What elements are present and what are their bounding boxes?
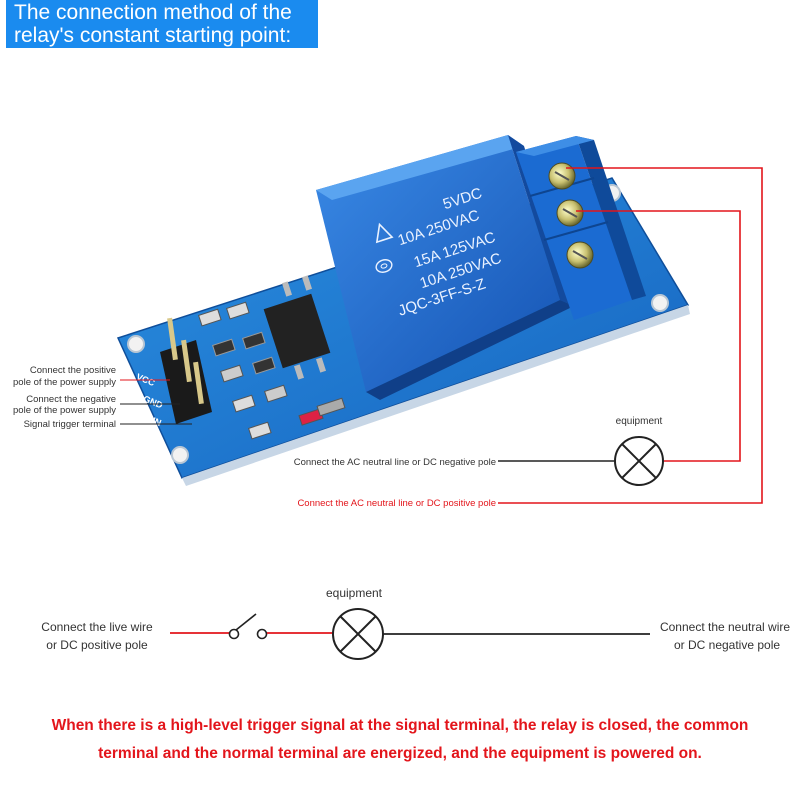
red-wire-upper	[498, 167, 763, 504]
upper-equipment-label: equipment	[616, 416, 663, 427]
optocoupler-chip	[263, 275, 331, 380]
upper-positive-label: Connect the AC neutral line or DC positi…	[297, 498, 496, 509]
switch-icon	[228, 613, 268, 640]
terminal-screw-2	[556, 199, 584, 227]
warning-triangle-icon	[375, 222, 394, 244]
title-line-1: The connection method of the	[14, 1, 292, 24]
bottom-caption: When there is a high-level trigger signa…	[0, 712, 800, 768]
lower-circuit	[170, 613, 650, 640]
dark-wire-upper	[576, 210, 741, 462]
terminal-screw-3	[566, 241, 594, 269]
smd-components	[198, 301, 346, 440]
caption-line-2: terminal and the normal terminal are ene…	[98, 745, 702, 762]
caption-line-1: When there is a high-level trigger signa…	[51, 717, 749, 734]
terminal-block	[516, 136, 646, 320]
page-title: The connection method of the relay's con…	[6, 0, 318, 48]
pin-label-in: IN	[151, 415, 163, 428]
certification-logo-icon	[375, 259, 393, 273]
lower-lamp-icon	[332, 608, 384, 660]
lower-left-label-2: or DC positive pole	[46, 638, 148, 652]
mount-hole	[171, 446, 189, 464]
header-pins	[160, 317, 212, 424]
mount-hole	[127, 335, 145, 353]
vcc-label-line-2: pole of the power supply	[13, 377, 116, 388]
lamp-icon	[614, 436, 664, 486]
pcb-edge	[182, 305, 690, 486]
mount-hole	[651, 294, 669, 312]
lower-right-label-1: Connect the neutral wire	[660, 620, 790, 634]
in-label-line-1: Signal trigger terminal	[24, 419, 116, 430]
gnd-label-line-1: Connect the negative	[26, 394, 116, 405]
lower-right-label-2: or DC negative pole	[674, 638, 780, 652]
lower-equipment-label: equipment	[326, 586, 383, 600]
upper-neutral-label: Connect the AC neutral line or DC negati…	[294, 457, 496, 468]
pin-annotations	[120, 379, 192, 425]
relay-module: VCC GND IN 5VDC 10A 250VAC 15A 125VAC 10…	[116, 135, 690, 486]
title-line-2: relay's constant starting point:	[14, 24, 292, 47]
upper-wiring	[498, 167, 763, 504]
terminal-screw-1	[548, 162, 576, 190]
lower-left-label-1: Connect the live wire	[41, 620, 153, 634]
gnd-label-line-2: pole of the power supply	[13, 405, 116, 416]
vcc-label-line-1: Connect the positive	[30, 365, 116, 376]
